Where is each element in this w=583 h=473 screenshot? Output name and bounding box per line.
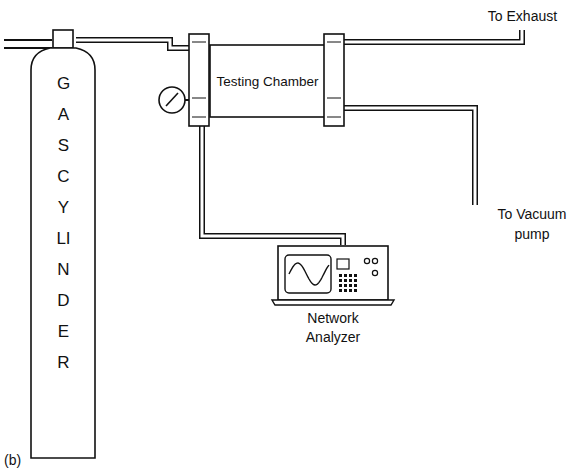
- knob: [372, 270, 377, 275]
- key: [349, 284, 352, 287]
- port-mark: [327, 42, 341, 43]
- network-analyzer-outline: [263, 243, 403, 307]
- knob: [372, 258, 377, 263]
- vacuum-label: To Vacuum pump: [488, 204, 576, 244]
- testing-chamber: Testing Chamber: [188, 33, 345, 127]
- cylinder-stub-pipe: [4, 39, 52, 49]
- rf-cable: [202, 125, 343, 245]
- key: [339, 274, 342, 277]
- gauge-needle: [166, 93, 178, 106]
- network-analyzer: Network Analyzer: [263, 243, 403, 349]
- key: [339, 289, 342, 292]
- exhaust-pipe-inner: [340, 30, 522, 42]
- port-mark: [327, 98, 341, 99]
- pressure-gauge: [159, 87, 185, 113]
- network-analyzer-text: Network Analyzer: [288, 309, 378, 347]
- key: [344, 289, 347, 292]
- key: [354, 274, 357, 277]
- gas-cylinder: GAS CYLINDER: [30, 28, 96, 460]
- sine-trace: [289, 263, 329, 285]
- key: [354, 284, 357, 287]
- cylinder-body: [31, 48, 95, 458]
- analyzer-base: [272, 300, 394, 305]
- cylinder-stub-pipe-inner: [4, 41, 52, 47]
- pipe-outer: [202, 125, 343, 245]
- key: [354, 289, 357, 292]
- port-mark: [192, 42, 206, 43]
- vacuum-pipe: [340, 108, 475, 205]
- pipe-outer: [76, 40, 190, 48]
- gas-pipe: [76, 40, 190, 48]
- port-mark: [327, 117, 341, 118]
- key: [344, 284, 347, 287]
- key: [344, 274, 347, 277]
- port-mark: [192, 98, 206, 99]
- port-mark: [192, 117, 206, 118]
- key: [349, 274, 352, 277]
- analyzer-screen: [285, 255, 331, 293]
- figure-tag: (b): [4, 450, 34, 470]
- exhaust-label: To Exhaust: [470, 6, 575, 26]
- analyzer-case: [278, 246, 388, 300]
- key: [339, 279, 342, 282]
- key: [354, 279, 357, 282]
- chamber-flange: [189, 34, 209, 126]
- pipe-inner: [76, 40, 190, 48]
- pipe-inner: [202, 125, 343, 245]
- testing-chamber-text: Testing Chamber: [210, 72, 325, 91]
- key: [349, 289, 352, 292]
- chamber-flange: [324, 34, 344, 126]
- gas-cylinder-text: GAS CYLINDER: [55, 68, 72, 378]
- key: [344, 279, 347, 282]
- cylinder-valve: [53, 30, 73, 48]
- connector-port: [337, 259, 349, 269]
- chamber-body: [210, 45, 325, 117]
- key: [349, 279, 352, 282]
- vacuum-pipe-inner: [340, 108, 475, 205]
- exhaust-pipe: [340, 30, 522, 42]
- knob: [364, 258, 369, 263]
- key: [339, 284, 342, 287]
